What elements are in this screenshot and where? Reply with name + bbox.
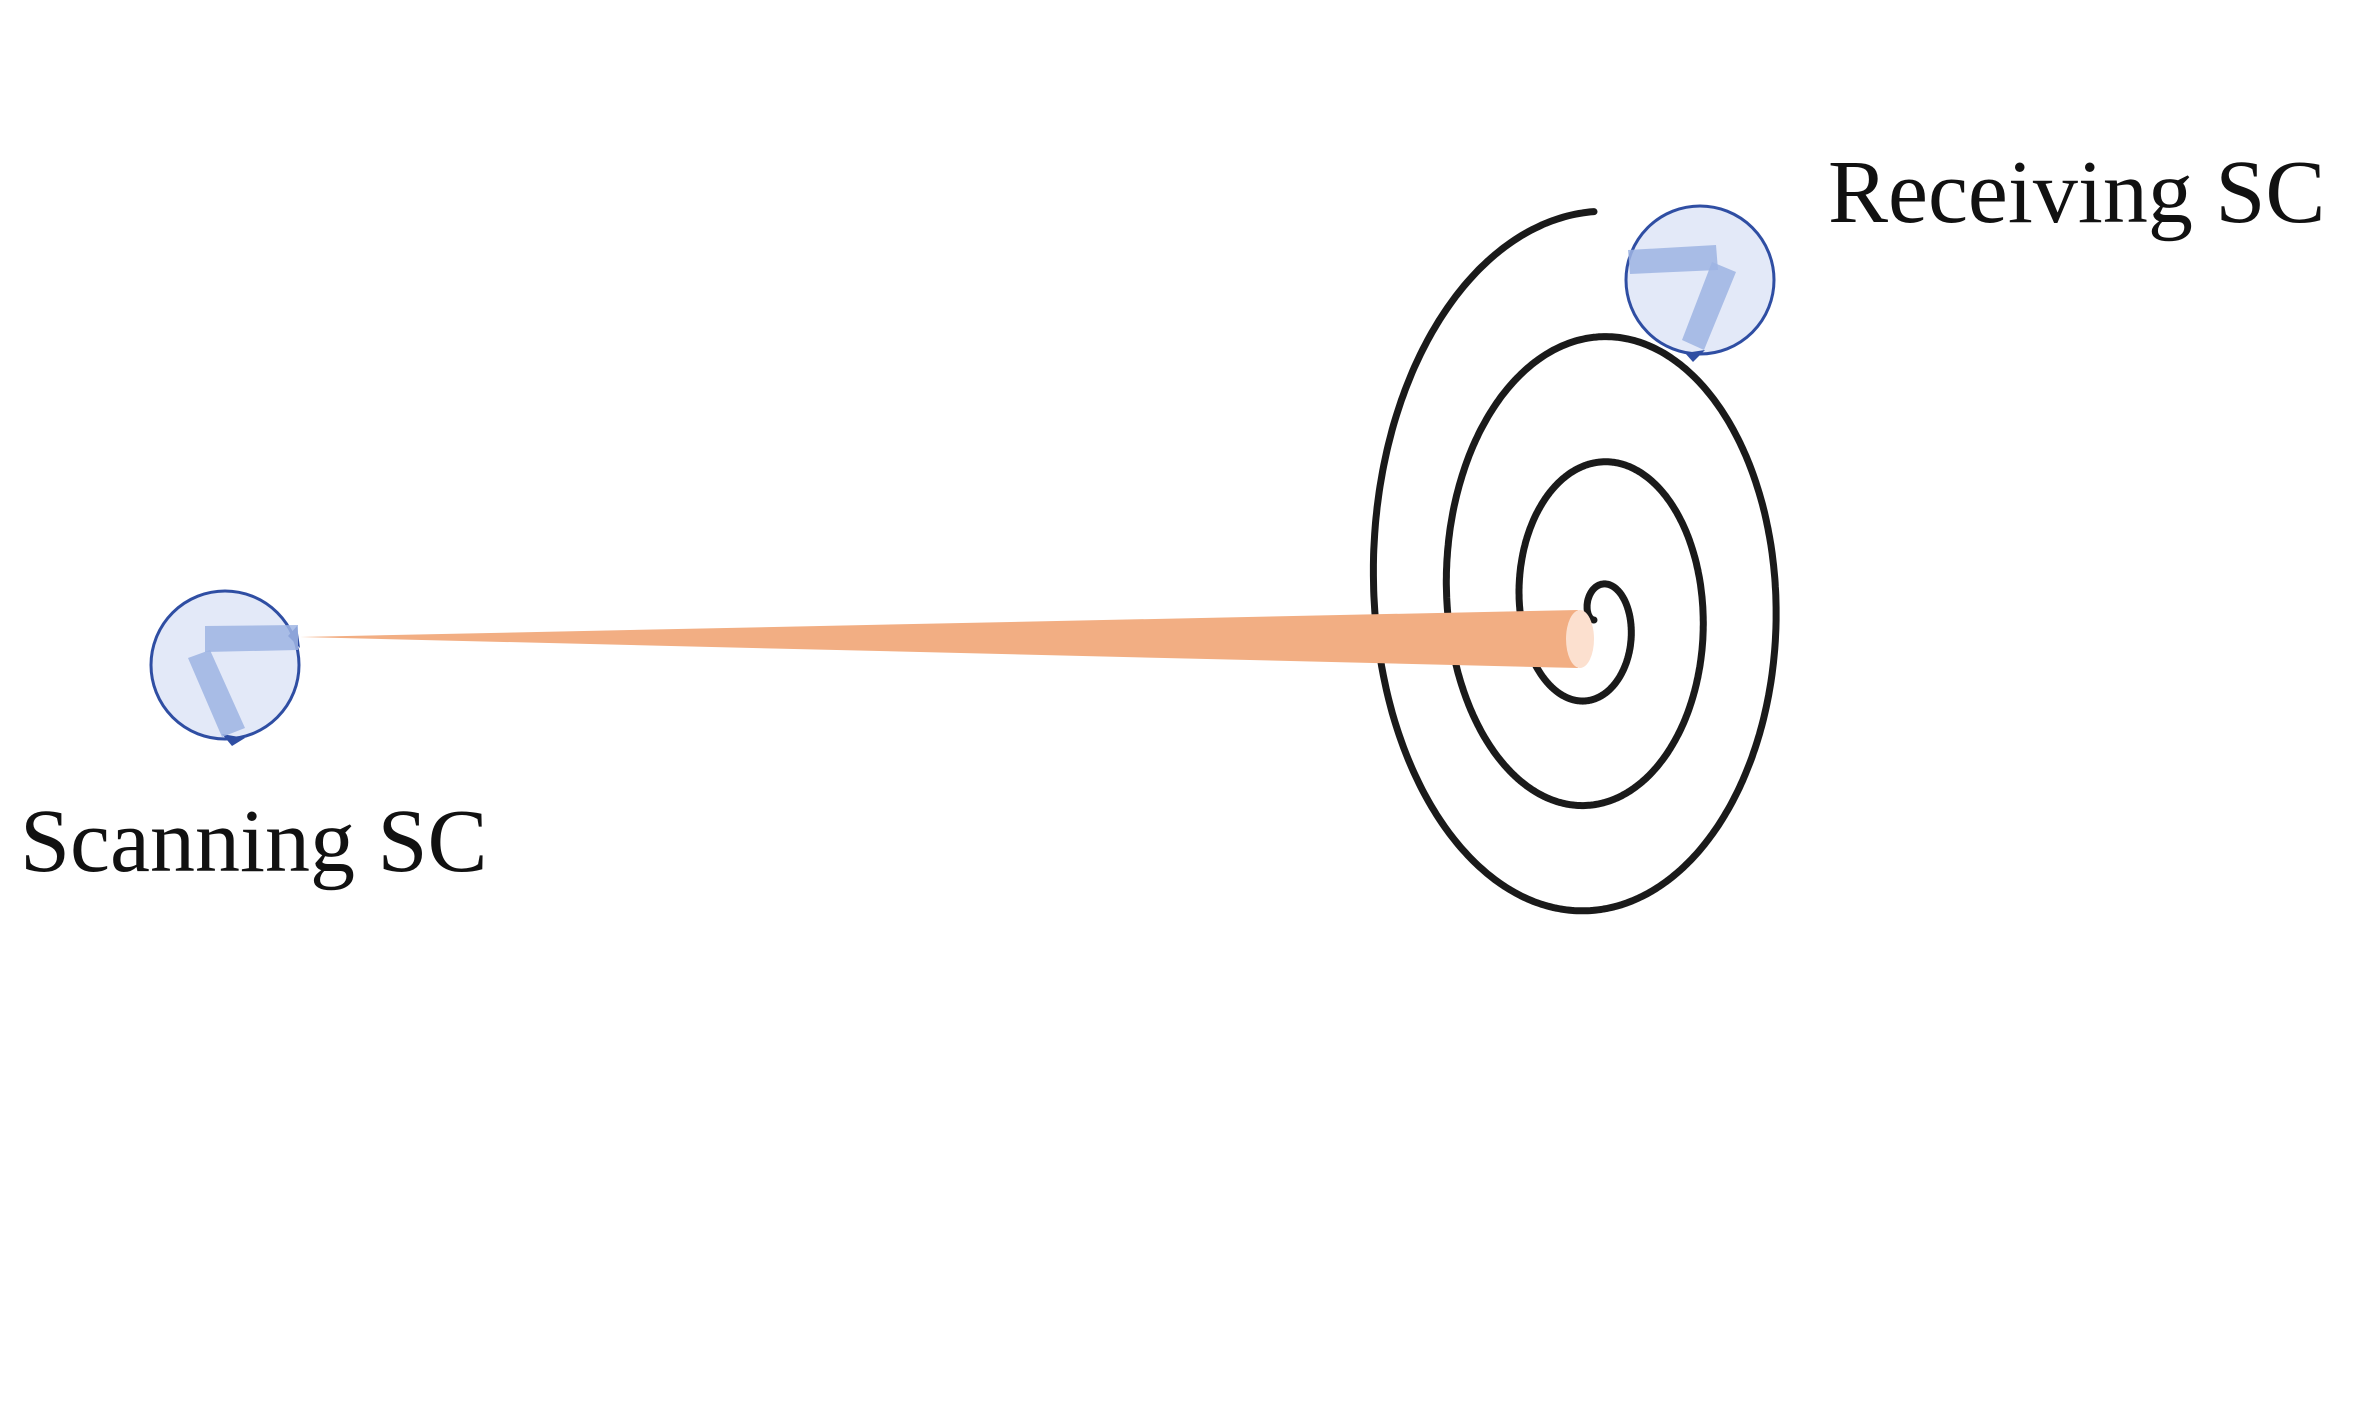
receiving-sc-label: Receiving SC [1828,143,2326,242]
beam-end-cap [1566,610,1594,668]
laser-beam [300,610,1578,668]
scanning-spacecraft-icon [149,589,301,746]
receiving-spacecraft-icon [1624,204,1776,362]
scanning-sc-label: Scanning SC [20,792,488,891]
spiral-trajectory [1369,208,1780,915]
